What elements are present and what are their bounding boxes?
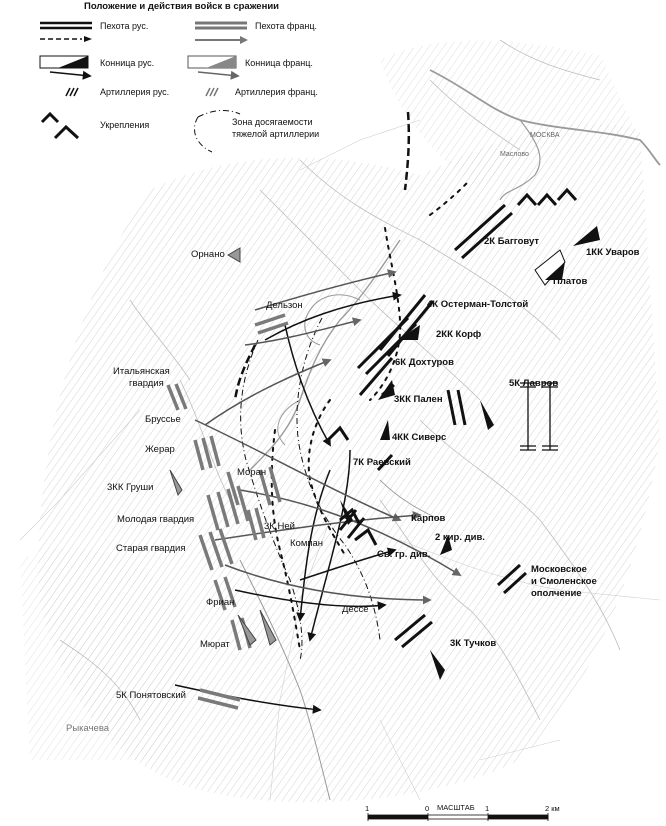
legend-cav-rus: Конница рус. bbox=[100, 58, 155, 68]
label-3k-tuchkov: 3К Тучков bbox=[450, 638, 497, 649]
terrain-layer bbox=[19, 39, 661, 803]
label-5k-ponyatovsky: 5К Понятовский bbox=[116, 690, 186, 701]
moskva-river bbox=[429, 69, 661, 166]
label-young-guard: Молодая гвардия bbox=[117, 514, 195, 525]
legend-inf-rus: Пехота рус. bbox=[100, 21, 149, 31]
label-moran: Моран bbox=[237, 467, 267, 478]
scale-tick-neg1: 1 bbox=[365, 804, 370, 813]
label-sv-gr-div: Св. гр. див. bbox=[377, 549, 431, 560]
reserve-artillery bbox=[520, 382, 558, 451]
label-2kk-korf: 2КК Корф bbox=[436, 329, 482, 340]
russian-movements bbox=[174, 291, 402, 714]
label-2k-baggovut: 2К Багговут bbox=[484, 236, 540, 247]
label-platov: Платов bbox=[553, 276, 588, 287]
scale-tick-2km: 2 км bbox=[545, 804, 560, 813]
legend-title: Положение и действия войск в сражении bbox=[84, 1, 280, 12]
label-karpov: Карпов bbox=[411, 513, 446, 524]
legend-fort: Укрепления bbox=[100, 120, 150, 130]
french-movements bbox=[194, 269, 462, 605]
village-rykacheva: Рыкачева bbox=[66, 723, 110, 734]
fortifications bbox=[326, 187, 578, 546]
french-infantry bbox=[166, 313, 289, 710]
label-3kk-palen: 3КК Пален bbox=[394, 394, 443, 405]
label-ital-guard-1: Итальянская bbox=[113, 366, 170, 377]
label-5k-lavrov: 5К Лавров bbox=[509, 378, 559, 389]
village-maslovo: Маслово bbox=[500, 151, 529, 158]
legend-cav-fr: Конница франц. bbox=[245, 58, 313, 68]
label-frian: Фриан bbox=[206, 597, 235, 608]
legend-symbols bbox=[39, 21, 248, 153]
legend-inf-fr: Пехота франц. bbox=[255, 21, 318, 31]
label-4kk-sivers: 4КК Сиверс bbox=[392, 432, 447, 443]
label-opolchenie-2: и Смоленское bbox=[531, 576, 597, 587]
label-zherar: Жерар bbox=[145, 444, 175, 455]
label-6k-dokhturov: 6К Дохтуров bbox=[395, 357, 454, 368]
scale-bar bbox=[367, 813, 549, 821]
label-ornano: Орнано bbox=[191, 249, 225, 260]
russian-infantry bbox=[338, 203, 528, 649]
label-murat: Мюрат bbox=[200, 639, 230, 650]
label-7k-raevsky: 7К Раевский bbox=[353, 457, 411, 468]
label-old-guard: Старая гвардия bbox=[116, 543, 186, 554]
cavalry-flags bbox=[169, 226, 600, 680]
label-3kk-grushi: 3КК Груши bbox=[107, 482, 154, 493]
legend-art-rus: Артиллерия рус. bbox=[100, 87, 170, 97]
legend-range-1: Зона досягаемости bbox=[232, 117, 313, 127]
legend-art-fr: Артиллерия франц. bbox=[235, 87, 318, 97]
label-delzon: Дельзон bbox=[266, 300, 303, 311]
label-3k-ney: 3К Ней bbox=[264, 521, 295, 532]
legend-range-2: тяжелой артиллерии bbox=[232, 129, 320, 139]
label-brusse: Бруссье bbox=[145, 414, 181, 425]
river-moskva-label: МОСКВА bbox=[530, 132, 560, 139]
label-desse: Дессе bbox=[342, 604, 369, 615]
label-kompan: Компан bbox=[290, 538, 324, 549]
scale-tick-0: 0 bbox=[425, 804, 430, 813]
scale-tick-1: 1 bbox=[485, 804, 490, 813]
label-opolchenie-1: Московское bbox=[531, 564, 587, 575]
label-ital-guard-2: гвардия bbox=[129, 378, 164, 389]
label-4k-osterman: 4К Остерман-Толстой bbox=[427, 299, 529, 310]
label-opolchenie-3: ополчение bbox=[531, 588, 582, 599]
label-1kk-uvarov: 1КК Уваров bbox=[586, 247, 640, 258]
scale-title: МАСШТАБ bbox=[437, 803, 475, 812]
label-2-kir-div: 2 кир. див. bbox=[435, 532, 485, 543]
